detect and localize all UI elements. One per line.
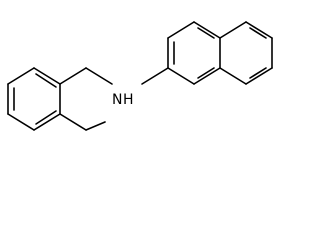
methyl-bond (59, 113, 87, 131)
benzyl-bond (59, 67, 87, 85)
amine-to-naphthalene-bond (141, 67, 169, 85)
amine-nitrogen-label: N (112, 92, 122, 108)
bond (7, 67, 35, 85)
bond (167, 67, 195, 85)
double-bond-inner (197, 67, 215, 79)
double-bond-inner (197, 27, 215, 39)
benzyl-to-amine-bond (85, 67, 113, 85)
bond (219, 21, 247, 39)
molecule-structure: N H (7, 21, 273, 131)
double-bond-inner (35, 73, 57, 88)
chemical-structure-canvas: N H (7, 21, 273, 131)
double-bond-inner (249, 27, 267, 39)
bond (33, 113, 61, 131)
bond (193, 67, 221, 85)
double-bond-inner (35, 110, 57, 125)
bond (33, 67, 61, 85)
methyl-terminal-bond (85, 121, 106, 131)
bond (245, 67, 273, 85)
bond (193, 21, 221, 39)
bond (245, 21, 273, 39)
amine-hydrogen-label: H (123, 92, 134, 108)
double-bond-inner (249, 67, 267, 79)
bond (219, 67, 247, 85)
bond (167, 21, 195, 39)
bond (7, 113, 35, 131)
